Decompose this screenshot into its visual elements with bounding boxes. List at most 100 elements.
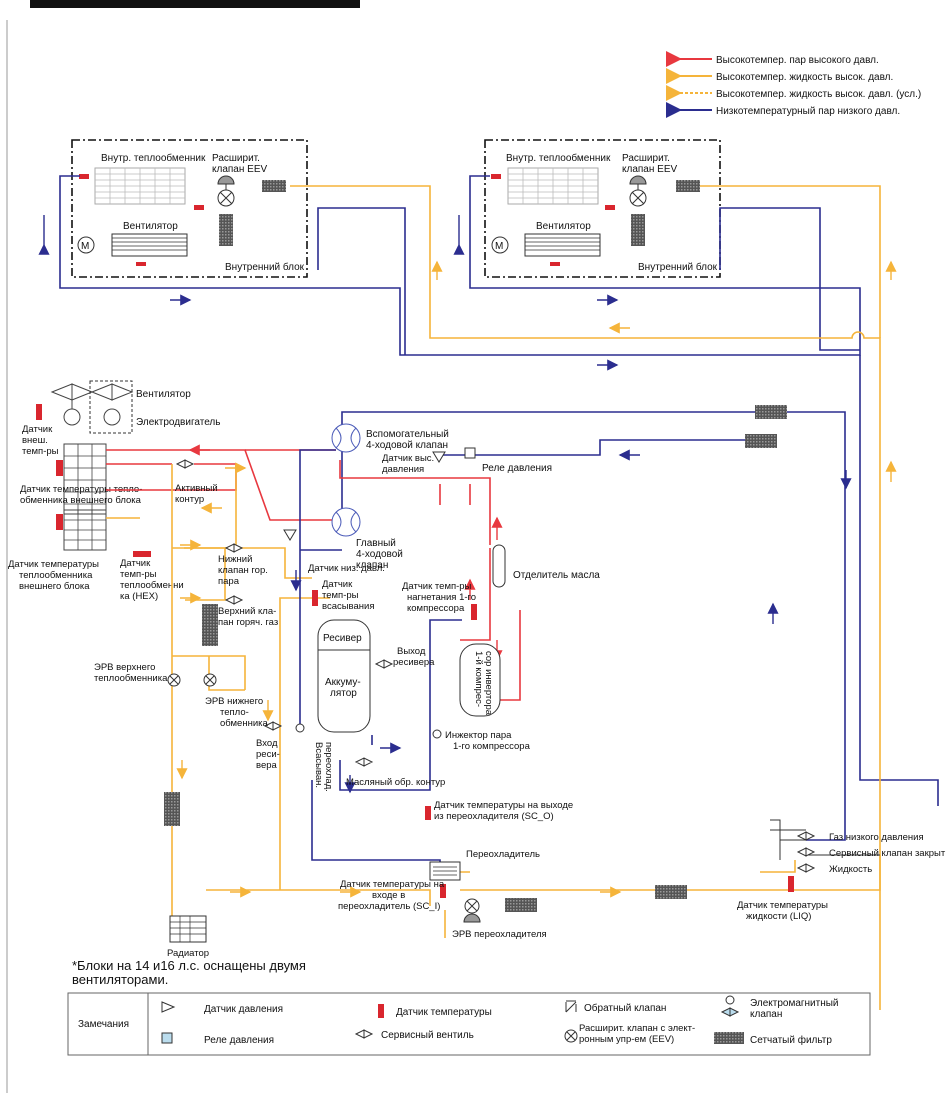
compressor-label-1: 1-й компрес- (473, 651, 484, 707)
subcooler-inlet-sensor (440, 884, 446, 898)
indoor-2-strainer-2-icon (676, 180, 700, 192)
oil-separator-icon (492, 544, 506, 588)
subcooler-suction-sensor-icon (295, 723, 305, 733)
sc-i-label-1: Датчик температуры на (340, 879, 445, 890)
hp-sensor-label-1: Датчик выс. (382, 453, 434, 464)
radiator-label: Радиатор (167, 948, 209, 959)
indoor-1-motor-icon (77, 236, 95, 254)
liquid-service-valve-icon (796, 863, 816, 873)
legend-cold-gas: Низкотемпературный пар низкого давл. (716, 106, 900, 117)
accumulator-label-2: лятор (330, 688, 357, 699)
service-closed-label: Сервисный клапан закрыт (829, 848, 946, 859)
outdoor-hex-sensor-2-label-1: Датчик температуры (8, 559, 99, 570)
aux-4way-label-2: 4-ходовой клапан (366, 440, 448, 451)
upper-valve-label-1: Верхний кла- (218, 606, 276, 617)
main-4way-label-1: Главный (356, 538, 396, 549)
injector-icon (432, 729, 442, 739)
suction-subcooler-label-1: Всасыван. (313, 742, 324, 788)
discharge-sensor-label-2: нагнетания 1-го (407, 592, 476, 603)
indoor-2-hex-label: Внутр. теплообменник (506, 152, 611, 164)
hp-sensor-label-2: давления (382, 464, 424, 475)
indoor-2-sensor-3 (491, 174, 501, 179)
oil-return-label: Масляный обр. контур (346, 777, 445, 788)
legend-service-valve-icon (354, 1029, 374, 1039)
pressure-switch-label: Реле давления (482, 463, 552, 474)
subcooler-label: Переохладитель (466, 849, 540, 860)
indoor-2-block-label: Внутренний блок (638, 261, 718, 273)
outdoor-strainer-4 (655, 885, 687, 899)
injector-label-2: 1-го компрессора (453, 741, 531, 752)
legend-eev-2: ронным упр-ем (EEV) (579, 1034, 674, 1045)
suction-temp-sensor (312, 590, 318, 606)
symbols-legend: Замечания Датчик давления Реле давления … (67, 992, 871, 1056)
hex-temp-sensor-label-1: Датчик (120, 558, 151, 569)
indoor-1-fan-icon (111, 233, 188, 257)
lower-hotgas-valve-icon (224, 543, 244, 553)
indoor-1-strainer-2-icon (262, 180, 286, 192)
legend-solenoid-1: Электромагнитный (750, 998, 839, 1009)
active-circuit-valve-icon (175, 459, 195, 469)
lower-valve-label-3: пара (218, 576, 240, 587)
active-circuit-label-2: контур (175, 494, 204, 505)
outdoor-motor-label: Электродвигатель (136, 417, 220, 428)
hex-temp-sensor-label-3: теплообменни (120, 580, 184, 591)
indoor-1-fan-label: Вентилятор (123, 221, 178, 232)
lower-valve-label-1: Нижний (218, 554, 252, 565)
hex-temp-sensor-label-4: ка (HEX) (120, 591, 158, 602)
liq-sensor-label-1: Датчик температуры (737, 900, 828, 911)
sc-o-label-2: из переохладителя (SC_O) (434, 811, 554, 822)
injector-label-1: Инжектор пара (445, 730, 512, 741)
receiver-outlet-label-2: ресивера (393, 657, 435, 668)
outdoor-hex-sensor-1-label-2: обменника внешнего блока (20, 495, 142, 506)
legend-pressure-switch-icon (161, 1032, 173, 1044)
sc-i-label-3: переохладитель (SC_I) (338, 901, 440, 912)
outdoor-heat-exchangers: Вентилятор Электродвигатель Датчик внеш.… (8, 380, 220, 602)
indoor-2-motor-icon (491, 236, 509, 254)
lp-sensor-icon (283, 529, 297, 541)
receiver-accumulator-icon (317, 619, 371, 733)
legend-solenoid-2: клапан (750, 1009, 782, 1020)
indoor-1-block-label: Внутренний блок (225, 261, 305, 273)
indoor-1-eev-icon (217, 175, 235, 207)
legend-hot-gas: Высокотемпер. пар высокого давл. (716, 55, 879, 66)
subcooler-eev-label: ЭРВ переохладителя (452, 929, 547, 940)
indoor-unit-1: Внутр. теплообменник Расширит. клапан EE… (71, 139, 308, 278)
pressure-switch-icon (464, 447, 476, 459)
eev-upper-label-1: ЭРВ верхнего (94, 662, 155, 673)
receiver-inlet-label-3: вера (256, 760, 278, 771)
discharge-temp-sensor (471, 604, 477, 620)
receiver-outlet-label-1: Выход (397, 646, 426, 657)
outdoor-strainer-5 (755, 405, 787, 419)
upper-hotgas-valve-icon (224, 595, 244, 605)
footnote-line-1: *Блоки на 14 и16 л.с. оснащены двумя (72, 958, 306, 973)
indoor-1-hex-label: Внутр. теплообменник (101, 152, 206, 164)
receiver-inlet-label-1: Вход (256, 738, 278, 749)
legend-pressure-switch: Реле давления (204, 1035, 274, 1046)
lp-sensor-label: Датчик низ. давл. (308, 563, 385, 574)
eev-lower-label-1: ЭРВ нижнего (205, 696, 263, 707)
eev-upper-label-2: теплообменника (94, 673, 168, 684)
main-4way-label-3: клапан (356, 560, 388, 571)
lower-valve-label-2: клапан гор. (218, 565, 268, 576)
aux-4way-label-1: Вспомогательный (366, 429, 449, 440)
indoor-1-eev-label-2: клапан EEV (212, 164, 268, 175)
receiver-outlet-valve-icon (374, 659, 394, 669)
legend-solenoid-icon (720, 1007, 740, 1017)
flow-legend: Высокотемпер. пар высокого давл. Высокот… (666, 51, 921, 118)
hex-temp-sensor-label-2: темп-ры (120, 569, 157, 580)
indoor-1-strainer-icon (219, 214, 233, 246)
discharge-sensor-label-3: компрессора (407, 603, 465, 614)
indoor-unit-2: Внутр. теплообменник Расширит. клапан EE… (484, 139, 721, 278)
subcooler-outlet-sensor (425, 806, 431, 820)
liquid-label: Жидкость (829, 864, 872, 875)
legend-hot-liquid-cond: Высокотемпер. жидкость высок. давл. (усл… (716, 89, 921, 100)
indoor-1-temp-sensor (136, 262, 146, 266)
hp-sensor-icon (432, 451, 446, 463)
legend-pressure-sensor-icon (161, 1001, 176, 1013)
liquid-temp-sensor (788, 876, 794, 892)
legend-pressure-sensor: Датчик давления (204, 1004, 283, 1015)
indoor-1-heat-exchanger (94, 167, 186, 205)
main-4way-label-2: 4-ходовой (356, 549, 403, 560)
liq-sensor-label-2: жидкости (LIQ) (746, 911, 811, 922)
radiator-icon (169, 915, 207, 943)
